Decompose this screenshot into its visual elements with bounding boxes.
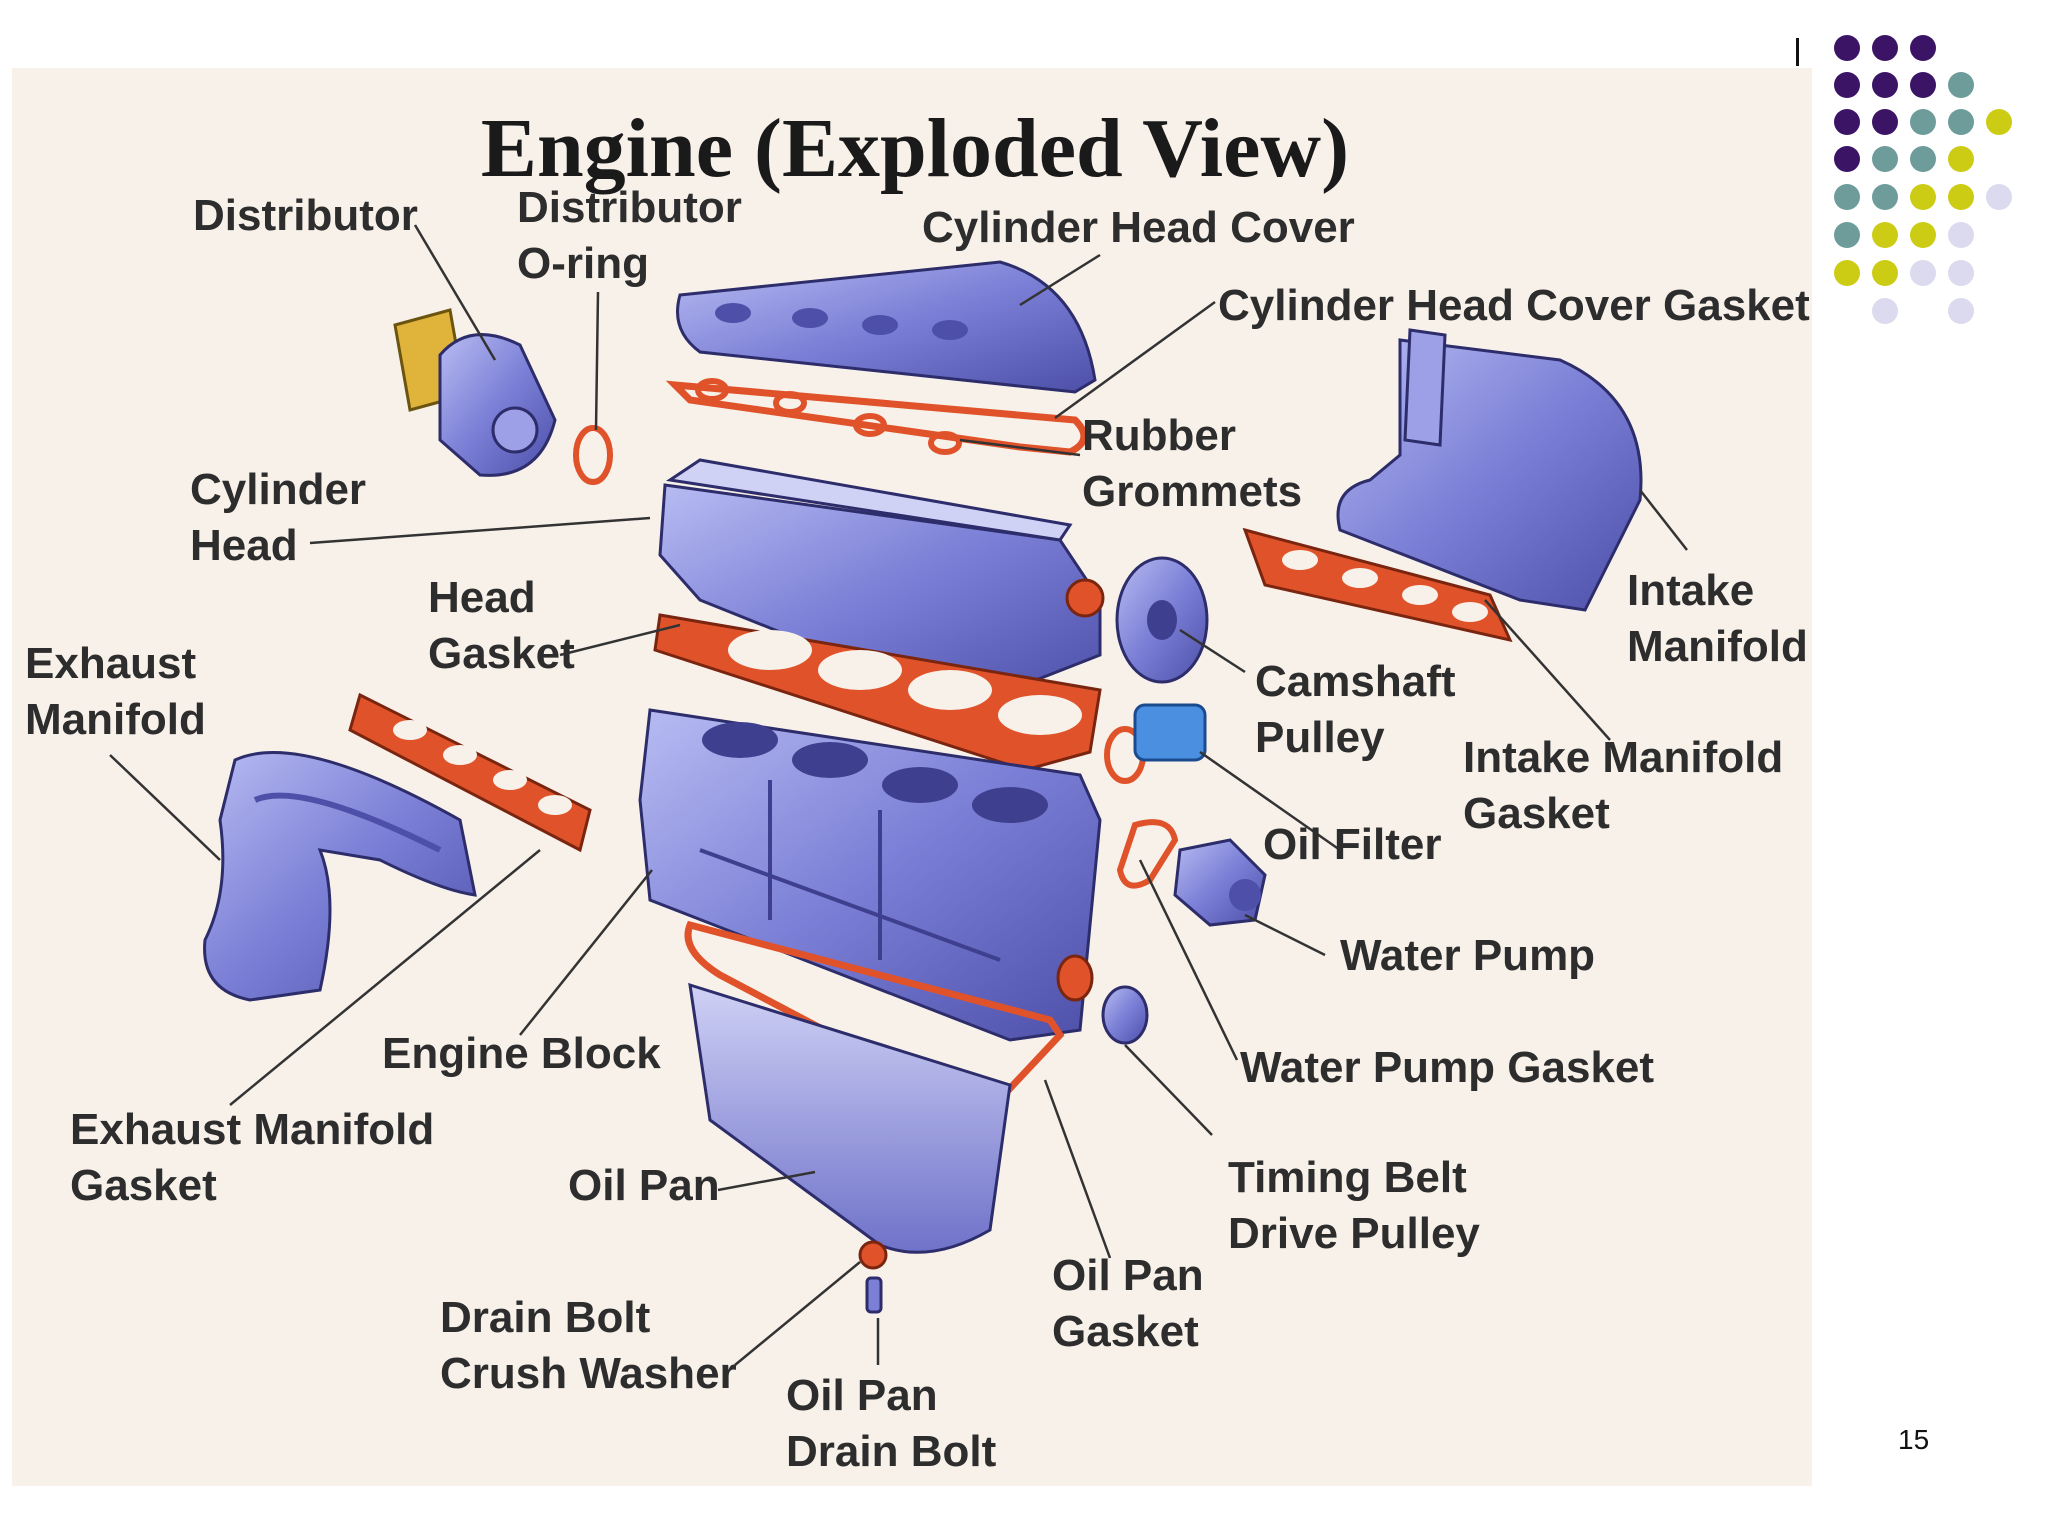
label-oil-pan-gasket: Oil Pan Gasket <box>1052 1251 1204 1356</box>
dot <box>1948 184 1974 210</box>
dot <box>1872 222 1898 248</box>
label-exhaust-manifold-gasket: Exhaust Manifold Gasket <box>70 1105 435 1210</box>
intake-manifold-part <box>1336 328 1643 612</box>
rubber-grommets-part <box>695 378 962 455</box>
label-oil-pan: Oil Pan <box>568 1161 720 1210</box>
dot <box>1872 184 1898 210</box>
dot <box>1910 109 1936 135</box>
label-oil-pan-drain-bolt: Oil Pan Drain Bolt <box>786 1371 997 1476</box>
label-distributor: Distributor <box>193 191 418 240</box>
label-cylinder-head-cover: Cylinder Head Cover <box>922 203 1355 252</box>
dot <box>1948 109 1974 135</box>
oil-filter-part <box>1104 703 1207 784</box>
dot <box>1910 222 1936 248</box>
dot <box>1910 72 1936 98</box>
label-camshaft-pulley: Camshaft Pulley <box>1255 657 1456 762</box>
dot <box>1834 260 1860 286</box>
dot <box>1834 72 1860 98</box>
dot <box>1986 184 2012 210</box>
label-cylinder-head: Cylinder Head <box>190 465 367 570</box>
cylinder-head-cover-part <box>676 260 1097 394</box>
label-oil-filter: Oil Filter <box>1263 820 1442 869</box>
dot <box>1872 260 1898 286</box>
dot <box>1834 146 1860 172</box>
dot <box>1834 222 1860 248</box>
label-intake-manifold-gasket: Intake Manifold Gasket <box>1463 733 1784 838</box>
label-timing-belt-drive-pulley: Timing Belt Drive Pulley <box>1228 1153 1480 1258</box>
dot <box>1910 35 1936 61</box>
dot <box>1948 146 1974 172</box>
label-drain-bolt-crush-washer: Drain Bolt Crush Washer <box>440 1293 737 1398</box>
label-distributor-oring: Distributor O-ring <box>517 183 742 288</box>
dot <box>1910 146 1936 172</box>
page-number: 15 <box>1898 1424 1930 1455</box>
dot <box>1910 184 1936 210</box>
dot <box>1948 260 1974 286</box>
dot <box>1910 260 1936 286</box>
timing-belt-drive-pulley-part <box>1056 954 1149 1045</box>
dot <box>1948 298 1974 324</box>
diagram-title: Engine (Exploded View) <box>480 102 1350 195</box>
dot <box>1872 298 1898 324</box>
label-intake-manifold: Intake Manifold <box>1627 566 1808 671</box>
text-cursor <box>1796 38 1799 66</box>
crush-washer-part <box>858 1240 888 1270</box>
dot <box>1834 109 1860 135</box>
label-exhaust-manifold: Exhaust Manifold <box>25 639 206 744</box>
oil-pan-part <box>688 982 1012 1254</box>
dot <box>1948 72 1974 98</box>
dot <box>1872 109 1898 135</box>
head-gasket-part <box>653 613 1102 772</box>
dot <box>1872 146 1898 172</box>
oil-pan-gasket-part <box>684 920 1065 1120</box>
label-engine-block: Engine Block <box>382 1029 661 1078</box>
dot <box>1872 35 1898 61</box>
label-cylinder-head-cover-gasket: Cylinder Head Cover Gasket <box>1218 281 1810 330</box>
engine-block-part <box>638 708 1102 1042</box>
leader-lines <box>109 224 1688 1366</box>
dot <box>1948 222 1974 248</box>
cylinder-head-part <box>658 458 1105 702</box>
dot <box>1986 109 2012 135</box>
dot <box>1872 72 1898 98</box>
drain-bolt-part <box>865 1276 883 1314</box>
label-water-pump-gasket: Water Pump Gasket <box>1240 1043 1655 1092</box>
distributor-part <box>393 308 557 477</box>
dot <box>1834 184 1860 210</box>
label-water-pump: Water Pump <box>1340 931 1596 980</box>
label-rubber-grommets: Rubber Grommets <box>1082 411 1303 516</box>
water-pump-part <box>1173 838 1267 927</box>
dot <box>1834 35 1860 61</box>
exhaust-manifold-part <box>203 751 477 1002</box>
distributor-oring-part <box>573 425 613 485</box>
camshaft-pulley-part <box>1115 556 1209 684</box>
label-head-gasket: Head Gasket <box>428 573 575 678</box>
